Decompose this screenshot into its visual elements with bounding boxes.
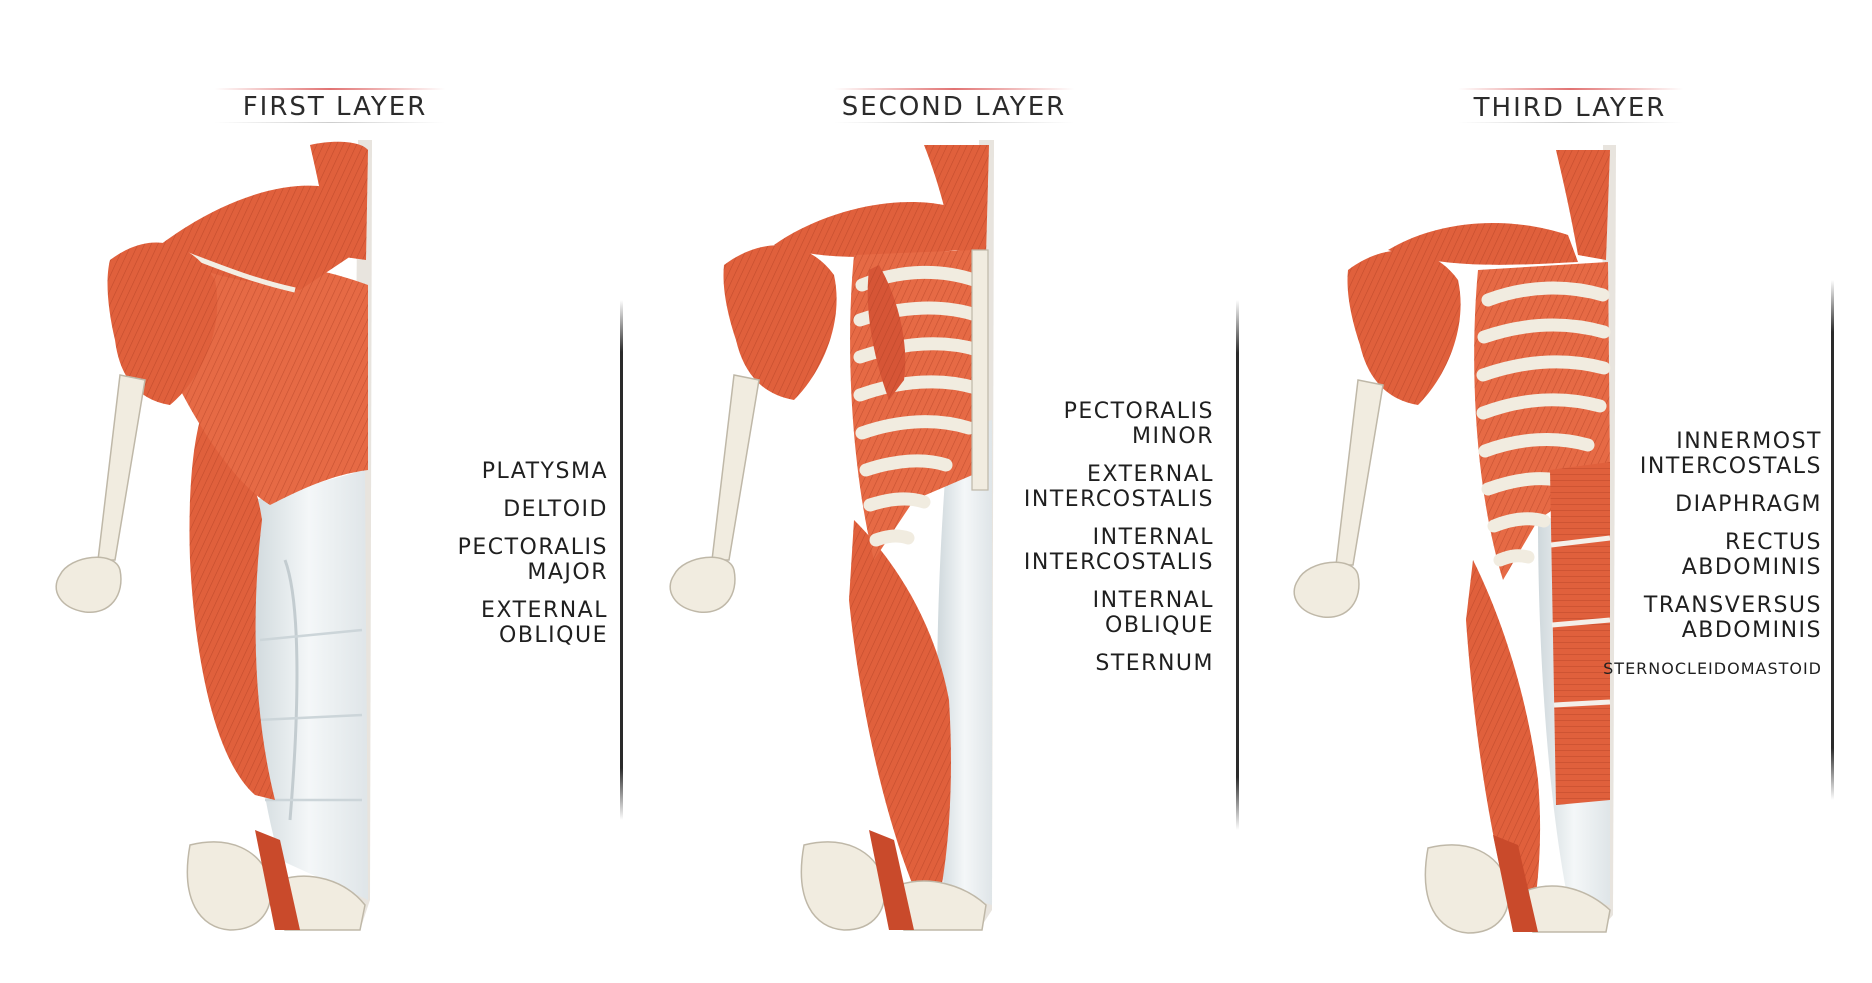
first-layer-anatomy-illustration [55,140,372,931]
label-platysma: PLATYSMA [481,459,608,484]
panel-first-layer: FIRST LAYER [0,0,624,983]
label-divider [1236,300,1239,830]
label-divider [620,300,623,820]
title-rule-top [215,88,445,90]
label-diaphragm: DIAPHRAGM [1675,492,1822,517]
layer-title-first: FIRST LAYER [242,92,428,122]
title-rule-bottom [834,122,1074,123]
label-deltoid: DELTOID [503,497,608,522]
label-sternum: STERNUM [1095,651,1214,676]
title-rule-bottom [1458,122,1683,123]
label-divider [1831,280,1834,800]
panel-second-layer: SECOND LAYER [624,0,1239,983]
title-rule-bottom [215,122,445,123]
panel-third-layer: THIRD LAYER [1238,0,1872,983]
layer-title-second: SECOND LAYER [841,92,1067,122]
title-rule-top [1458,88,1683,90]
title-rule-top [834,88,1074,90]
label-sternocleidomastoid: STERNOCLEIDOMASTOID [1603,659,1822,678]
second-layer-anatomy-illustration [669,140,994,931]
layer-title-third: THIRD LAYER [1473,93,1667,123]
tendinous-intersections [1550,535,1611,708]
third-layer-anatomy-illustration [1293,145,1616,934]
